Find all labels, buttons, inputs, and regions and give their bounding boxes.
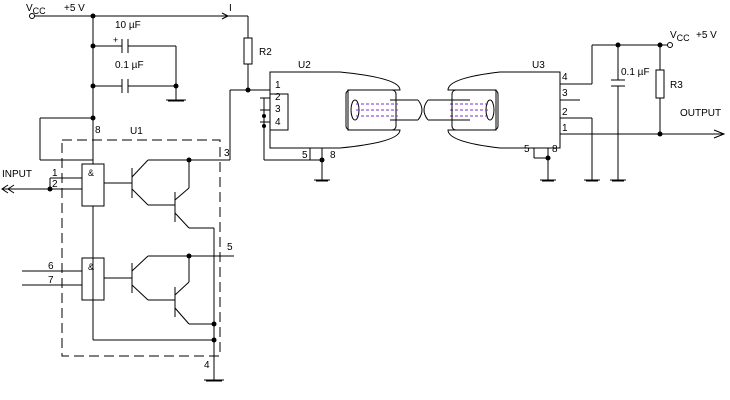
input-terminal: INPUT xyxy=(1,169,32,194)
vcc-value: +5 V xyxy=(64,3,85,14)
u3-receiver: U3 4 3 2 1 5 8 xyxy=(447,45,600,182)
cap-10uf-label: 10 µF xyxy=(115,20,141,31)
input-label: INPUT xyxy=(2,169,32,180)
resistor-r2: R2 xyxy=(230,37,272,93)
u3-label: U3 xyxy=(532,60,545,71)
u1-pin8: 8 xyxy=(95,125,101,136)
u1-darlington-2: 5 xyxy=(131,242,234,327)
u2-pin5: 5 xyxy=(302,150,308,161)
u3-pin8: 8 xyxy=(552,144,558,155)
cap-01uf-left-label: 0.1 µF xyxy=(115,60,144,71)
u3-pin2: 2 xyxy=(562,107,568,118)
u1-label: U1 xyxy=(130,126,143,137)
u1-ground-bus: 4 xyxy=(93,324,224,382)
u1-pin7: 7 xyxy=(48,275,54,286)
u1-pin4: 4 xyxy=(204,360,210,371)
u1-power-feed: 8 xyxy=(39,117,101,164)
u1-package: U1 xyxy=(61,126,221,357)
vcc-label: VCC xyxy=(26,3,46,16)
cap-polarity: + xyxy=(113,35,118,45)
u1-pin3: 3 xyxy=(224,148,230,159)
r3-label: R3 xyxy=(670,80,683,91)
fiber-cable xyxy=(350,99,495,121)
r2-label: R2 xyxy=(259,47,272,58)
capacitor-network: 10 µF + 0.1 µF xyxy=(90,13,186,121)
u2-transmitter: U2 1 2 3 4 5 8 xyxy=(260,60,401,182)
u3-pin5: 5 xyxy=(524,144,530,155)
u2-label: U2 xyxy=(298,60,311,71)
u2-pin8: 8 xyxy=(330,150,336,161)
u1-pin1: 1 xyxy=(52,168,58,179)
u1-pin6: 6 xyxy=(48,261,54,272)
u1-gate-2: & 6 7 xyxy=(22,257,132,301)
u1-gate-1: & 1 2 xyxy=(2,163,132,340)
vcc-right-value: +5 V xyxy=(696,30,717,41)
u2-pin3: 3 xyxy=(275,104,281,115)
u2-pin1: 1 xyxy=(275,80,281,91)
vcc-supply-right: VCC +5 V 0.1 µF R3 xyxy=(592,30,717,182)
u3-pin3: 3 xyxy=(562,88,568,99)
u1-pin2: 2 xyxy=(52,179,58,190)
gate-2-symbol: & xyxy=(88,262,94,272)
u1-darlington-1: 3 xyxy=(131,90,231,324)
u3-pin1: 1 xyxy=(562,123,568,134)
u1-pin5: 5 xyxy=(227,242,233,253)
u3-pin4: 4 xyxy=(562,72,568,83)
cap-01uf-right-label: 0.1 µF xyxy=(621,67,650,78)
u2-pin4: 4 xyxy=(275,117,281,128)
current-label: I xyxy=(229,3,232,14)
vcc-supply-left: VCC +5 V I xyxy=(26,3,249,38)
output-terminal: OUTPUT xyxy=(560,108,726,139)
output-label: OUTPUT xyxy=(680,108,721,119)
vcc-right-label: VCC xyxy=(670,30,690,43)
gate-1-symbol: & xyxy=(88,168,94,178)
u2-pin2: 2 xyxy=(275,92,281,103)
